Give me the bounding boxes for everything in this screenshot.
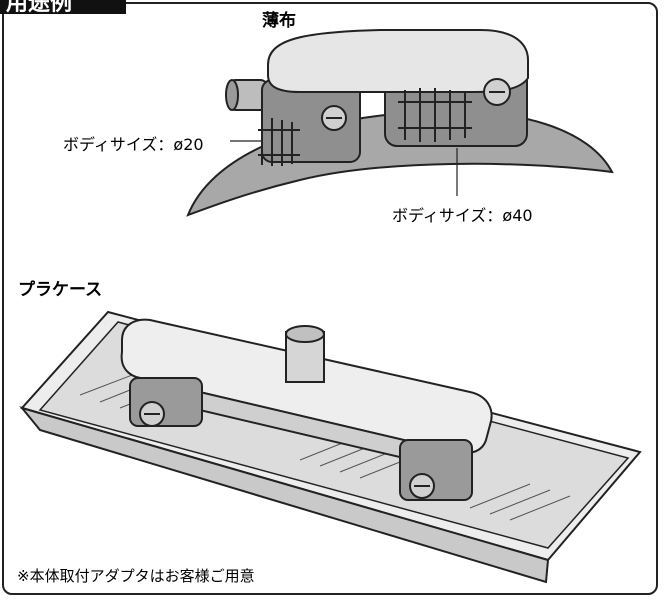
adapter-footnote: ※本体取付アダプタはお客様ご用意 (17, 567, 255, 585)
illustration-frame (2, 2, 658, 595)
cloth-title: 薄布 (262, 11, 296, 31)
body-size-40-label: ボディサイズ：ø40 (392, 206, 533, 225)
cloth-scene (186, 29, 614, 217)
plastic-case-front-wall (19, 406, 550, 584)
usage-example-tag: 用途例 (0, 0, 126, 14)
clip-large (398, 88, 472, 142)
case-scene (19, 310, 642, 584)
clip-small (258, 118, 300, 166)
bar-body (120, 318, 493, 455)
plastic-case-title: プラケース (18, 280, 103, 300)
body-top-bridge (267, 29, 529, 93)
body-size-20-label: ボディサイズ：ø20 (63, 135, 204, 154)
